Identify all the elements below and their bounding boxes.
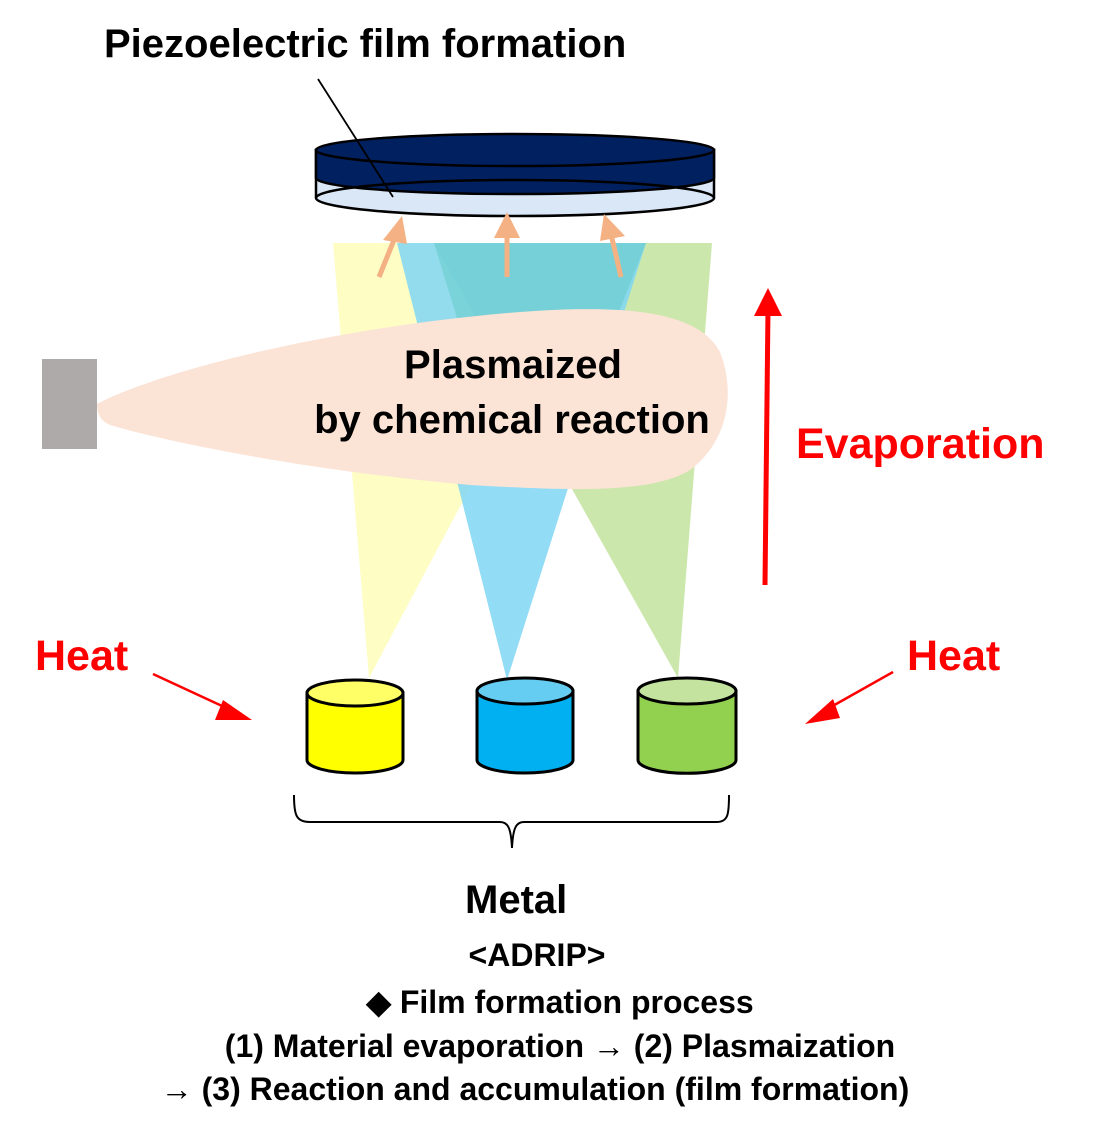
plasma-gun (42, 359, 97, 449)
process-step-line2: → (3) Reaction and accumulation (film fo… (160, 1071, 910, 1107)
heat-label-right: Heat (907, 632, 1001, 680)
evaporation-label: Evaporation (796, 420, 1045, 468)
heat-arrow-right (805, 670, 894, 724)
crucible-blue (475, 676, 575, 775)
process-step-line1: (1) Material evaporation → (2) Plasmaiza… (224, 1028, 896, 1064)
diagram-title: Piezoelectric film formation (104, 22, 627, 66)
metal-brace (293, 794, 730, 849)
film-leader-line (317, 78, 394, 198)
plasma-label-line1: Plasmaized (404, 343, 622, 387)
heat-arrow-left (152, 672, 252, 720)
process-heading: ◆ Film formation process (366, 984, 754, 1020)
substrate-holder (314, 132, 716, 218)
plasma-plume (97, 309, 728, 490)
method-label: <ADRIP> (468, 937, 606, 973)
deposit-arrow-center (494, 212, 520, 277)
plasma-label-line2: by chemical reaction (314, 398, 710, 442)
deposit-arrow-left (376, 216, 407, 278)
crucible-yellow (305, 678, 405, 775)
heat-label-left: Heat (35, 632, 129, 680)
deposit-arrow-right (600, 214, 625, 278)
crucible-green (636, 676, 738, 775)
evaporation-arrow (754, 288, 782, 586)
metal-label: Metal (465, 878, 568, 922)
